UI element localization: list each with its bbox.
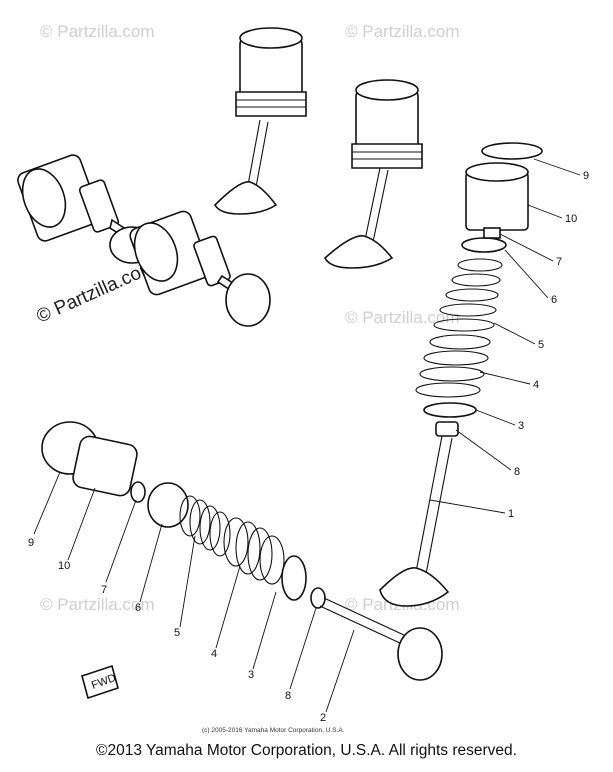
callout-3: 3 bbox=[248, 669, 254, 681]
callout-7: 7 bbox=[101, 584, 107, 596]
leader-lines bbox=[33, 158, 581, 713]
part-1-valve bbox=[379, 567, 450, 607]
footer-copyright: ©2013 Yamaha Motor Corporation, U.S.A. A… bbox=[96, 742, 517, 759]
exploded-valve-lower bbox=[41, 421, 443, 681]
callout-5: 5 bbox=[174, 627, 180, 639]
valve-assembly-left-2 bbox=[129, 210, 271, 327]
callout-10: 10 bbox=[565, 213, 577, 225]
watermark: © Partzilla.com bbox=[345, 22, 460, 41]
valve-assembly-top-right bbox=[324, 79, 423, 269]
valve-assembly-top-left bbox=[214, 27, 307, 215]
part-4-spring bbox=[223, 517, 285, 585]
exploded-valve-right bbox=[379, 142, 543, 607]
part-8-seal bbox=[435, 421, 459, 437]
part-3-seat bbox=[281, 555, 307, 601]
callout-8: 8 bbox=[285, 690, 291, 702]
callout-9: 9 bbox=[583, 170, 589, 182]
part-3-seat bbox=[423, 402, 477, 418]
callout-8: 8 bbox=[514, 466, 520, 478]
callout-6: 6 bbox=[135, 602, 141, 614]
callout-1: 1 bbox=[508, 508, 514, 520]
callout-7: 7 bbox=[556, 256, 562, 268]
valve-assembly-left-1 bbox=[17, 154, 155, 264]
part-6-retainer bbox=[461, 237, 507, 253]
callout-4: 4 bbox=[533, 379, 539, 391]
callout-10: 10 bbox=[58, 560, 70, 572]
part-5-spring bbox=[179, 495, 231, 557]
inner-copyright: (c) 2005-2016 Yamaha Motor Corporation, … bbox=[202, 727, 345, 734]
part-7-cotter bbox=[130, 481, 146, 503]
part-6-retainer bbox=[147, 482, 189, 528]
watermark: © Partzilla.com bbox=[40, 22, 155, 41]
part-10-lifter bbox=[72, 435, 138, 497]
callout-4: 4 bbox=[211, 648, 217, 660]
callout-6: 6 bbox=[551, 294, 557, 306]
watermark: © Partzilla.com bbox=[40, 595, 155, 614]
callouts-upper: 9 10 7 6 5 4 3 8 1 bbox=[508, 170, 589, 520]
part-7-cotter bbox=[483, 227, 501, 239]
callouts-lower: 9 10 7 6 5 4 3 8 2 bbox=[28, 537, 326, 724]
part-8-seal bbox=[310, 587, 326, 609]
part-4-spring bbox=[415, 334, 491, 398]
part-5-spring bbox=[433, 258, 503, 332]
watermark: © Partzilla.com bbox=[345, 308, 460, 327]
callout-5: 5 bbox=[538, 339, 544, 351]
callout-9: 9 bbox=[28, 537, 34, 549]
part-2-valve bbox=[397, 627, 443, 681]
callout-3: 3 bbox=[518, 420, 524, 432]
part-9-shim bbox=[481, 142, 543, 160]
fwd-marker: FWD bbox=[81, 664, 119, 700]
callout-2: 2 bbox=[320, 712, 326, 724]
